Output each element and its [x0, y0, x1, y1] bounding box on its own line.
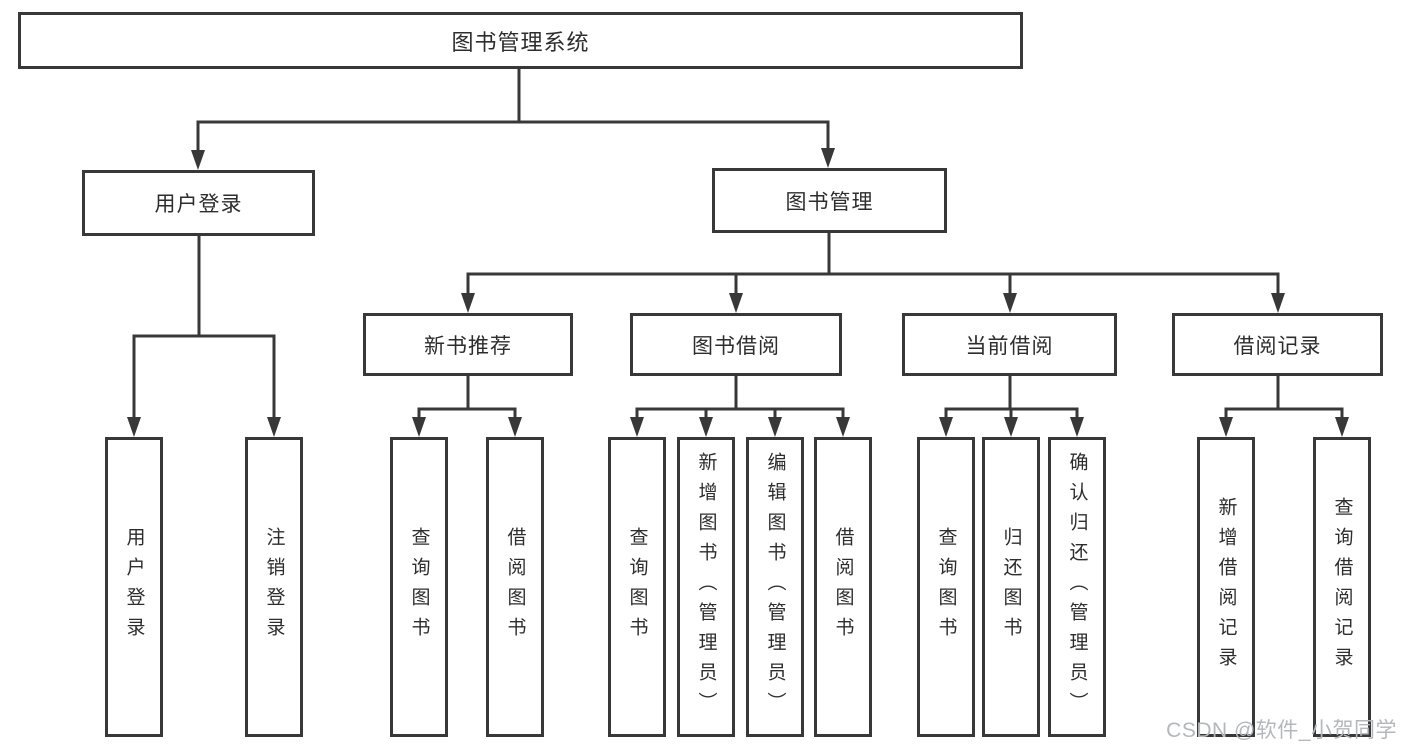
leaf-add-borrow-record-label: 新增借阅记录	[1215, 497, 1237, 677]
leaf-query-books-recommend-label: 查询图书	[408, 527, 430, 647]
leaf-add-books-admin: 新增图书（管理员）	[677, 437, 735, 737]
node-borrowing-records: 借阅记录	[1172, 313, 1383, 376]
leaf-query-borrow-record: 查询借阅记录	[1313, 437, 1371, 737]
leaf-query-borrow-record-label: 查询借阅记录	[1331, 497, 1353, 677]
csdn-watermark: CSDN @软件_小贺同学	[1166, 719, 1397, 742]
leaf-query-books-borrow-label: 查询图书	[626, 527, 648, 647]
leaf-confirm-return-admin: 确认归还（管理员）	[1048, 437, 1106, 737]
leaf-logout-label: 注销登录	[263, 527, 285, 647]
leaf-borrow-books-recommend-label: 借阅图书	[504, 527, 526, 647]
leaf-query-books-borrow: 查询图书	[608, 437, 666, 737]
leaf-query-books-current: 查询图书	[917, 437, 975, 737]
leaf-return-books: 归还图书	[982, 437, 1040, 737]
leaf-borrow-books-label: 借阅图书	[832, 527, 854, 647]
leaf-add-books-admin-label: 新增图书（管理员）	[695, 452, 717, 722]
leaf-confirm-return-admin-label: 确认归还（管理员）	[1066, 452, 1088, 722]
node-current-borrowing: 当前借阅	[902, 313, 1117, 376]
leaf-borrow-books-recommend: 借阅图书	[486, 437, 544, 737]
leaf-query-books-current-label: 查询图书	[935, 527, 957, 647]
leaf-query-books-recommend: 查询图书	[390, 437, 448, 737]
node-book-borrowing: 图书借阅	[630, 313, 842, 376]
leaf-edit-books-admin: 编辑图书（管理员）	[746, 437, 804, 737]
node-library-management-system: 图书管理系统	[18, 12, 1023, 69]
leaf-return-books-label: 归还图书	[1000, 527, 1022, 647]
node-new-book-recommendation: 新书推荐	[363, 313, 573, 376]
node-user-login: 用户登录	[82, 170, 315, 236]
leaf-edit-books-admin-label: 编辑图书（管理员）	[764, 452, 786, 722]
leaf-add-borrow-record: 新增借阅记录	[1197, 437, 1255, 737]
node-book-management: 图书管理	[712, 168, 947, 233]
leaf-logout: 注销登录	[245, 437, 303, 737]
leaf-user-login: 用户登录	[105, 437, 163, 737]
leaf-user-login-label: 用户登录	[123, 527, 145, 647]
leaf-borrow-books: 借阅图书	[814, 437, 872, 737]
